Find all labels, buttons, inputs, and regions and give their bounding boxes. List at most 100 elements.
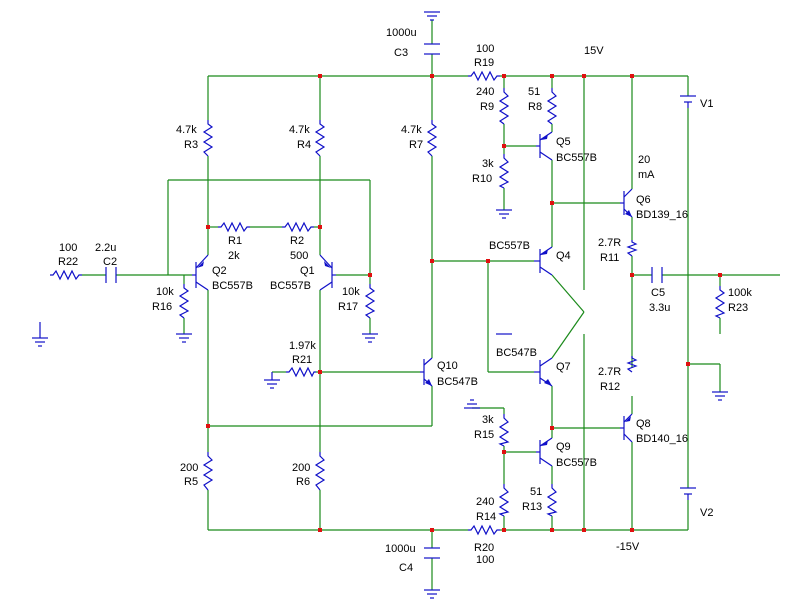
R13-name: R13 bbox=[522, 501, 542, 513]
R10-value: 3k bbox=[482, 158, 494, 170]
R15-value: 3k bbox=[482, 414, 494, 426]
ground-symbols bbox=[32, 11, 728, 599]
resistor-R13 bbox=[546, 484, 558, 517]
ground-icon bbox=[496, 209, 512, 219]
capacitor-C5 bbox=[651, 267, 663, 283]
R6-name: R6 bbox=[296, 476, 310, 488]
resistor-R17 bbox=[364, 284, 376, 319]
R17-value: 10k bbox=[342, 286, 360, 298]
R23-name: R23 bbox=[728, 302, 748, 314]
R17-name: R17 bbox=[338, 301, 358, 313]
R2-name: R2 bbox=[290, 235, 304, 247]
R6-value: 200 bbox=[292, 462, 310, 474]
ground-icon bbox=[362, 333, 378, 343]
resistor-R21 bbox=[286, 366, 316, 378]
R4-value: 4.7k bbox=[289, 124, 310, 136]
R10-name: R10 bbox=[472, 173, 492, 185]
C2-value: 2.2u bbox=[95, 242, 116, 254]
ground-icon bbox=[424, 11, 440, 21]
R12-value: 2.7R bbox=[598, 366, 621, 378]
resistor-R22 bbox=[50, 269, 82, 281]
transistor-Q4 bbox=[534, 246, 553, 276]
resistor-R12 bbox=[626, 356, 638, 373]
R23-value: 100k bbox=[728, 287, 752, 299]
Q4-name: Q4 bbox=[556, 250, 571, 262]
Q7-model: BC547B bbox=[496, 347, 537, 359]
Q8-model: BD140_16 bbox=[636, 433, 688, 445]
R5-name: R5 bbox=[184, 476, 198, 488]
resistor-R14 bbox=[498, 484, 510, 517]
component-labels: 15V -15V 1000u C3 1000u C4 100 R19 R20 1… bbox=[58, 27, 752, 574]
Q6-name: Q6 bbox=[636, 194, 651, 206]
junction-nodes bbox=[206, 74, 722, 532]
Q6-model: BD139_16 bbox=[636, 209, 688, 221]
resistor-R3 bbox=[202, 120, 214, 157]
Q2-model: BC557B bbox=[212, 280, 253, 292]
resistor-R4 bbox=[314, 120, 326, 157]
R21-name: R21 bbox=[292, 354, 312, 366]
Q7-name: Q7 bbox=[556, 361, 571, 373]
ground-icon bbox=[32, 322, 48, 347]
V2-name: V2 bbox=[700, 507, 713, 519]
battery-V1 bbox=[680, 95, 696, 108]
R13-value: 51 bbox=[530, 486, 542, 498]
Q2-name: Q2 bbox=[212, 265, 227, 277]
capacitors bbox=[105, 43, 663, 559]
R8-value: 51 bbox=[528, 86, 540, 98]
transistor-Q2 bbox=[192, 254, 209, 291]
Q10-model: BC547B bbox=[437, 376, 478, 388]
R15-name: R15 bbox=[474, 429, 494, 441]
Q5-name: Q5 bbox=[556, 136, 571, 148]
V1-name: V1 bbox=[700, 98, 713, 110]
Q10-name: Q10 bbox=[437, 360, 458, 372]
resistor-R11 bbox=[626, 240, 638, 257]
resistor-R20 bbox=[468, 524, 500, 536]
R8-name: R8 bbox=[528, 101, 542, 113]
Q8-name: Q8 bbox=[636, 418, 651, 430]
Q5-model: BC557B bbox=[556, 152, 597, 164]
C2-name: C2 bbox=[103, 256, 117, 268]
R1-name: R1 bbox=[228, 235, 242, 247]
R14-value: 240 bbox=[476, 496, 494, 508]
transistor-Q5 bbox=[536, 131, 553, 161]
R3-name: R3 bbox=[184, 139, 198, 151]
transistor-Q8 bbox=[620, 413, 633, 443]
Q1-name: Q1 bbox=[300, 265, 315, 277]
C3-value: 1000u bbox=[386, 27, 417, 39]
Q9-model: BC557B bbox=[556, 457, 597, 469]
Q1-model: BC557B bbox=[270, 280, 311, 292]
R20-value: 100 bbox=[476, 554, 494, 566]
R19-name: R19 bbox=[474, 57, 494, 69]
R16-value: 10k bbox=[156, 286, 174, 298]
R22-name: R22 bbox=[58, 256, 78, 268]
R2-value: 500 bbox=[290, 250, 308, 262]
ground-icon bbox=[264, 372, 280, 389]
transistor-Q9 bbox=[536, 437, 553, 467]
resistor-R6 bbox=[314, 452, 326, 491]
ground-icon bbox=[424, 589, 440, 599]
supply-positive-label: 15V bbox=[584, 45, 604, 57]
R9-name: R9 bbox=[480, 101, 494, 113]
Q4-model: BC557B bbox=[489, 240, 530, 252]
resistor-R15 bbox=[498, 414, 510, 447]
resistor-R1 bbox=[218, 221, 250, 233]
resistor-R23 bbox=[714, 286, 726, 319]
resistors bbox=[50, 70, 726, 536]
R21-value: 1.97k bbox=[289, 340, 316, 352]
capacitor-C4 bbox=[424, 547, 440, 559]
R11-name: R11 bbox=[600, 252, 619, 264]
C5-value: 3.3u bbox=[649, 302, 670, 314]
R5-value: 200 bbox=[180, 462, 198, 474]
transistor-Q1 bbox=[319, 254, 336, 291]
R9-value: 240 bbox=[476, 86, 494, 98]
R7-name: R7 bbox=[409, 139, 423, 151]
resistor-R9 bbox=[498, 88, 510, 125]
transistor-Q7 bbox=[534, 357, 553, 387]
R11-value: 2.7R bbox=[598, 237, 621, 249]
current-value: 20 bbox=[638, 154, 650, 166]
transistors bbox=[192, 131, 633, 467]
capacitor-C3 bbox=[424, 43, 440, 55]
R12-name: R12 bbox=[600, 381, 620, 393]
R14-name: R14 bbox=[476, 511, 496, 523]
